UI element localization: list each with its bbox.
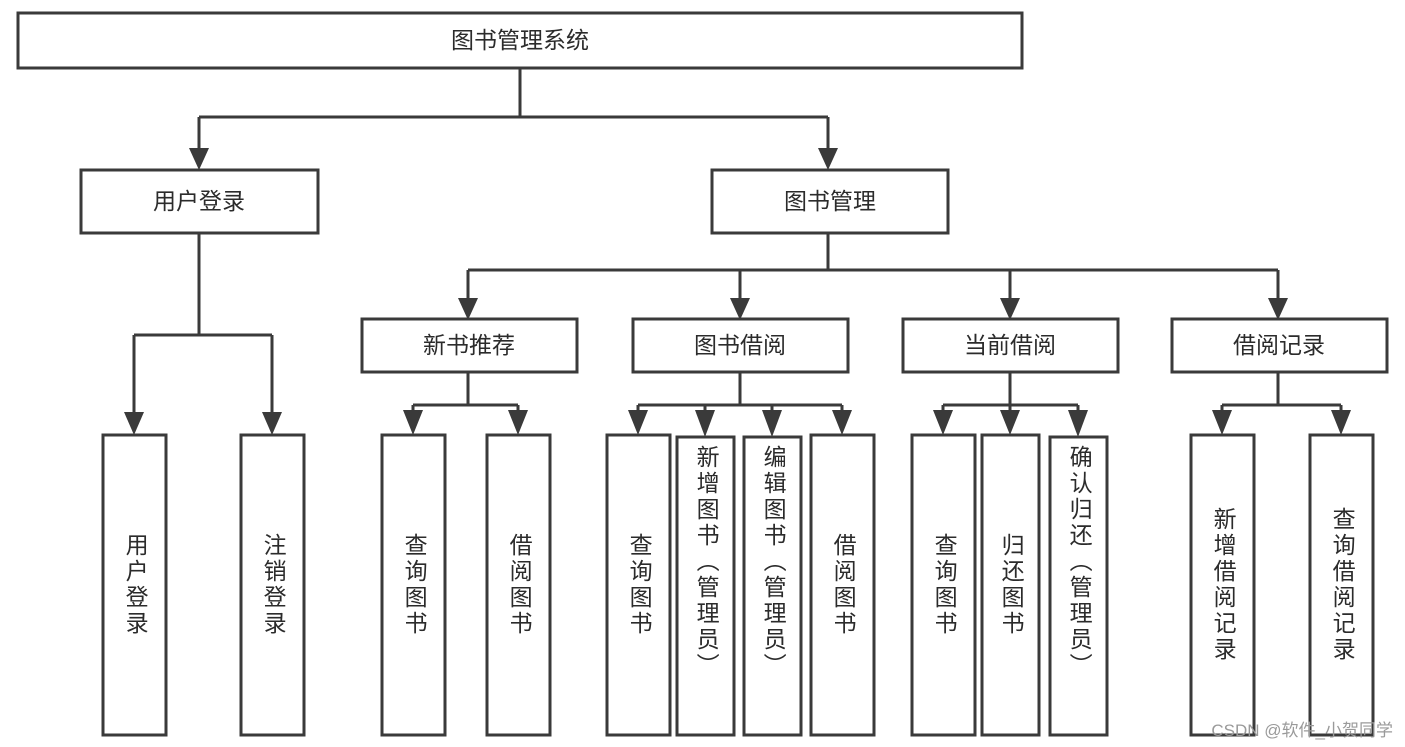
node-leaf-query-borrow-record[interactable] [1308, 433, 1375, 737]
arrow-head-borrow-leaf-2 [695, 410, 715, 437]
node-leaf-borrow-book-newbook[interactable] [485, 433, 552, 737]
arrow-head-record [1268, 298, 1288, 320]
connector-layer [124, 68, 1351, 437]
arrow-head-user-login [189, 148, 209, 170]
arrow-head-current-leaf-3 [1068, 410, 1088, 437]
arrow-head-book-mgmt [818, 148, 838, 170]
arrow-head-current-leaf-1 [933, 410, 953, 435]
node-current-borrow[interactable] [901, 317, 1120, 374]
arrow-head-record-leaf-1 [1212, 410, 1232, 435]
arrow-head-borrow-leaf-1 [628, 410, 648, 435]
node-leaf-add-book-admin[interactable] [675, 435, 736, 737]
arrow-head-leaf-logout [262, 412, 282, 435]
node-book-management-label: 图书管理 [784, 188, 876, 214]
node-borrow-record-label: 借阅记录 [1233, 332, 1325, 358]
arrow-head-newbook [458, 298, 478, 320]
node-user-login[interactable] [79, 168, 320, 235]
arrow-head-record-leaf-2 [1331, 410, 1351, 435]
arrow-head-borrow-leaf-4 [832, 410, 852, 435]
arrow-head-borrow-leaf-3 [762, 410, 782, 437]
node-book-management[interactable] [710, 168, 950, 235]
arrow-head-newbook-leaf-1 [403, 410, 423, 435]
arrow-head-leaf-user-login [124, 412, 144, 435]
node-leaf-borrow-book-borrow[interactable] [809, 433, 876, 737]
node-user-login-label: 用户登录 [153, 188, 245, 214]
node-new-book-recommend-label: 新书推荐 [423, 332, 515, 358]
node-leaf-query-book-newbook[interactable] [380, 433, 447, 737]
arrow-head-newbook-leaf-2 [508, 410, 528, 435]
node-leaf-query-book-current[interactable] [910, 433, 977, 737]
node-leaf-return-book[interactable] [980, 433, 1041, 737]
node-layer: 图书管理系统 用户登录 图书管理 新书推荐 图书借阅 当前借阅 借阅记录 [16, 11, 1389, 737]
node-book-borrow[interactable] [631, 317, 850, 374]
node-book-borrow-label: 图书借阅 [694, 332, 786, 358]
node-new-book-recommend[interactable] [360, 317, 579, 374]
node-leaf-query-book-borrow[interactable] [605, 433, 672, 737]
node-current-borrow-label: 当前借阅 [964, 332, 1056, 358]
node-leaf-confirm-return-admin[interactable] [1048, 435, 1109, 737]
arrow-head-borrow [730, 298, 750, 320]
node-borrow-record[interactable] [1170, 317, 1389, 374]
node-leaf-user-login[interactable] [101, 433, 168, 737]
node-leaf-logout[interactable] [239, 433, 306, 737]
node-leaf-add-borrow-record[interactable] [1189, 433, 1256, 737]
node-root-book-management-system[interactable] [16, 11, 1024, 70]
arrow-head-current [1000, 298, 1020, 320]
arrow-head-current-leaf-2 [1000, 410, 1020, 435]
node-root-label: 图书管理系统 [451, 27, 589, 53]
node-leaf-edit-book-admin[interactable] [742, 435, 803, 737]
